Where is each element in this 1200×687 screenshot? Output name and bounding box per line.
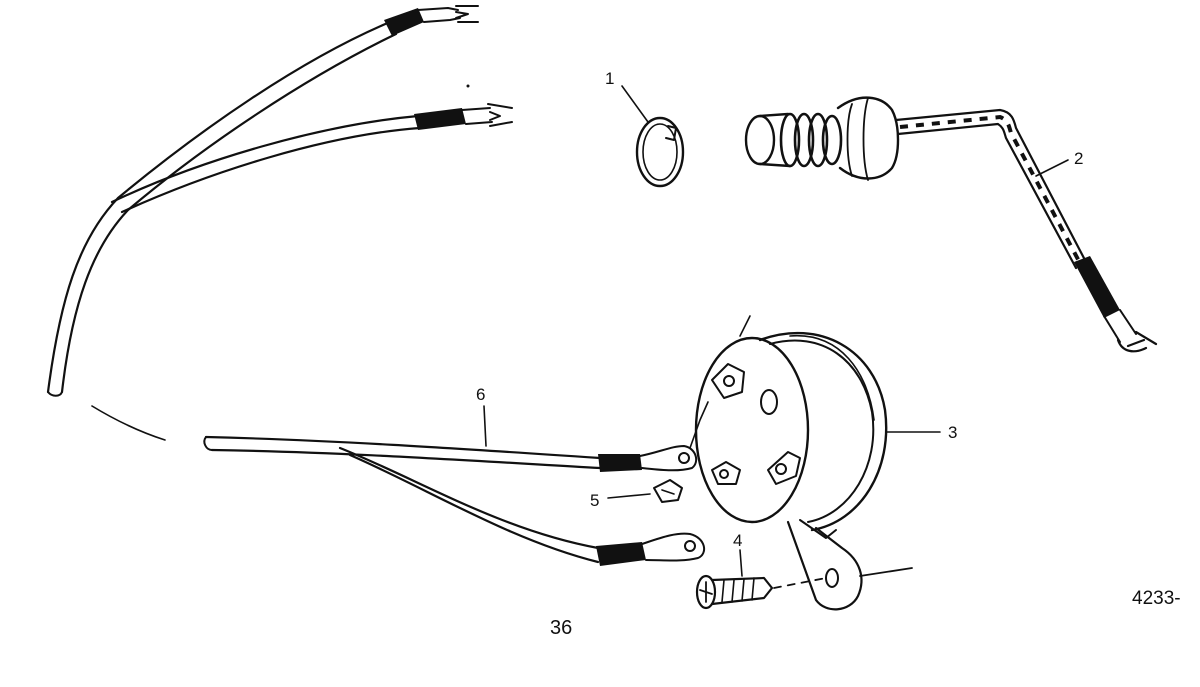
leader-line-6 [483,405,487,447]
mounting-bracket [786,520,863,611]
reference-arc-line [91,405,166,441]
lower-sleeve-upper [598,454,642,472]
callout-4: 4 [733,531,742,550]
callout-5: 5 [590,491,599,510]
callout-3: 3 [948,423,957,442]
twisted-lead-wire [894,108,1088,270]
wire-sleeve-lower [414,108,466,130]
figure-id: 4233- [1132,588,1181,609]
lead-spade-terminal [1103,309,1158,353]
leader-line-4 [739,549,743,577]
callout-2: 2 [1074,149,1083,168]
spade-terminal-lower [461,103,513,127]
mounting-screw [695,567,913,610]
upper-wire-harness [46,5,513,397]
wire-sleeve-upper [384,8,424,36]
page-number: 36 [550,617,572,639]
lamp-socket-assembly [744,96,1158,353]
terminal-screw [653,479,683,503]
lower-sleeve-lower [596,542,646,566]
spade-terminal-upper [417,5,479,23]
lead-sleeve [1074,256,1120,318]
ring-terminal-lower [641,532,706,562]
gauge-housing [694,315,888,611]
lower-wire-harness [203,401,709,566]
ring-terminal-upper [639,401,709,472]
leader-line-1 [621,85,649,123]
socket-spring [779,112,843,168]
callout-1: 1 [605,69,614,88]
retaining-ring [635,116,685,188]
callout-6: 6 [476,385,485,404]
leader-line-5 [607,493,651,499]
leader-line-2 [1035,159,1069,177]
